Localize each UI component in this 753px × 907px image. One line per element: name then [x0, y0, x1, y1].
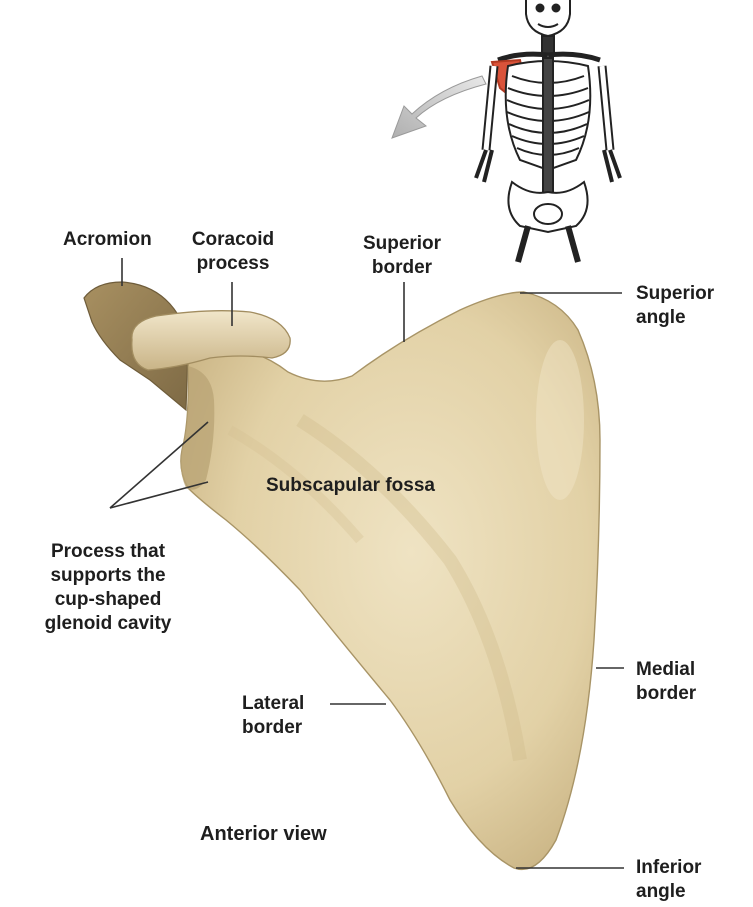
scapula-body — [181, 292, 600, 869]
label-superior-border: Superior border — [344, 232, 460, 280]
label-glenoid-line2: supports the — [10, 564, 206, 588]
label-lateral-border-line2: border — [242, 716, 304, 740]
label-coracoid-line1: Coracoid — [176, 228, 290, 252]
label-coracoid-line2: process — [176, 252, 290, 276]
skeleton-thumbnail — [476, 0, 620, 262]
label-lateral-border: Lateral border — [242, 692, 304, 740]
label-superior-border-line1: Superior — [344, 232, 460, 256]
label-superior-angle-line1: Superior — [636, 282, 714, 306]
pointer-arrow — [392, 76, 486, 138]
label-superior-border-line2: border — [344, 256, 460, 280]
label-superior-angle: Superior angle — [636, 282, 714, 330]
label-glenoid-line4: glenoid cavity — [10, 612, 206, 636]
label-acromion: Acromion — [63, 228, 152, 252]
label-glenoid-line3: cup-shaped — [10, 588, 206, 612]
label-inferior-angle-line1: Inferior — [636, 856, 701, 880]
label-glenoid-line1: Process that — [10, 540, 206, 564]
label-inferior-angle-line2: angle — [636, 880, 701, 904]
label-inferior-angle: Inferior angle — [636, 856, 701, 904]
label-coracoid-process: Coracoid process — [176, 228, 290, 276]
label-medial-border: Medial border — [636, 658, 696, 706]
label-medial-border-line1: Medial — [636, 658, 696, 682]
label-subscapular-fossa: Subscapular fossa — [266, 474, 435, 498]
label-glenoid-process: Process that supports the cup-shaped gle… — [10, 540, 206, 636]
label-lateral-border-line1: Lateral — [242, 692, 304, 716]
label-medial-border-line2: border — [636, 682, 696, 706]
view-title: Anterior view — [200, 822, 327, 846]
label-superior-angle-line2: angle — [636, 306, 714, 330]
